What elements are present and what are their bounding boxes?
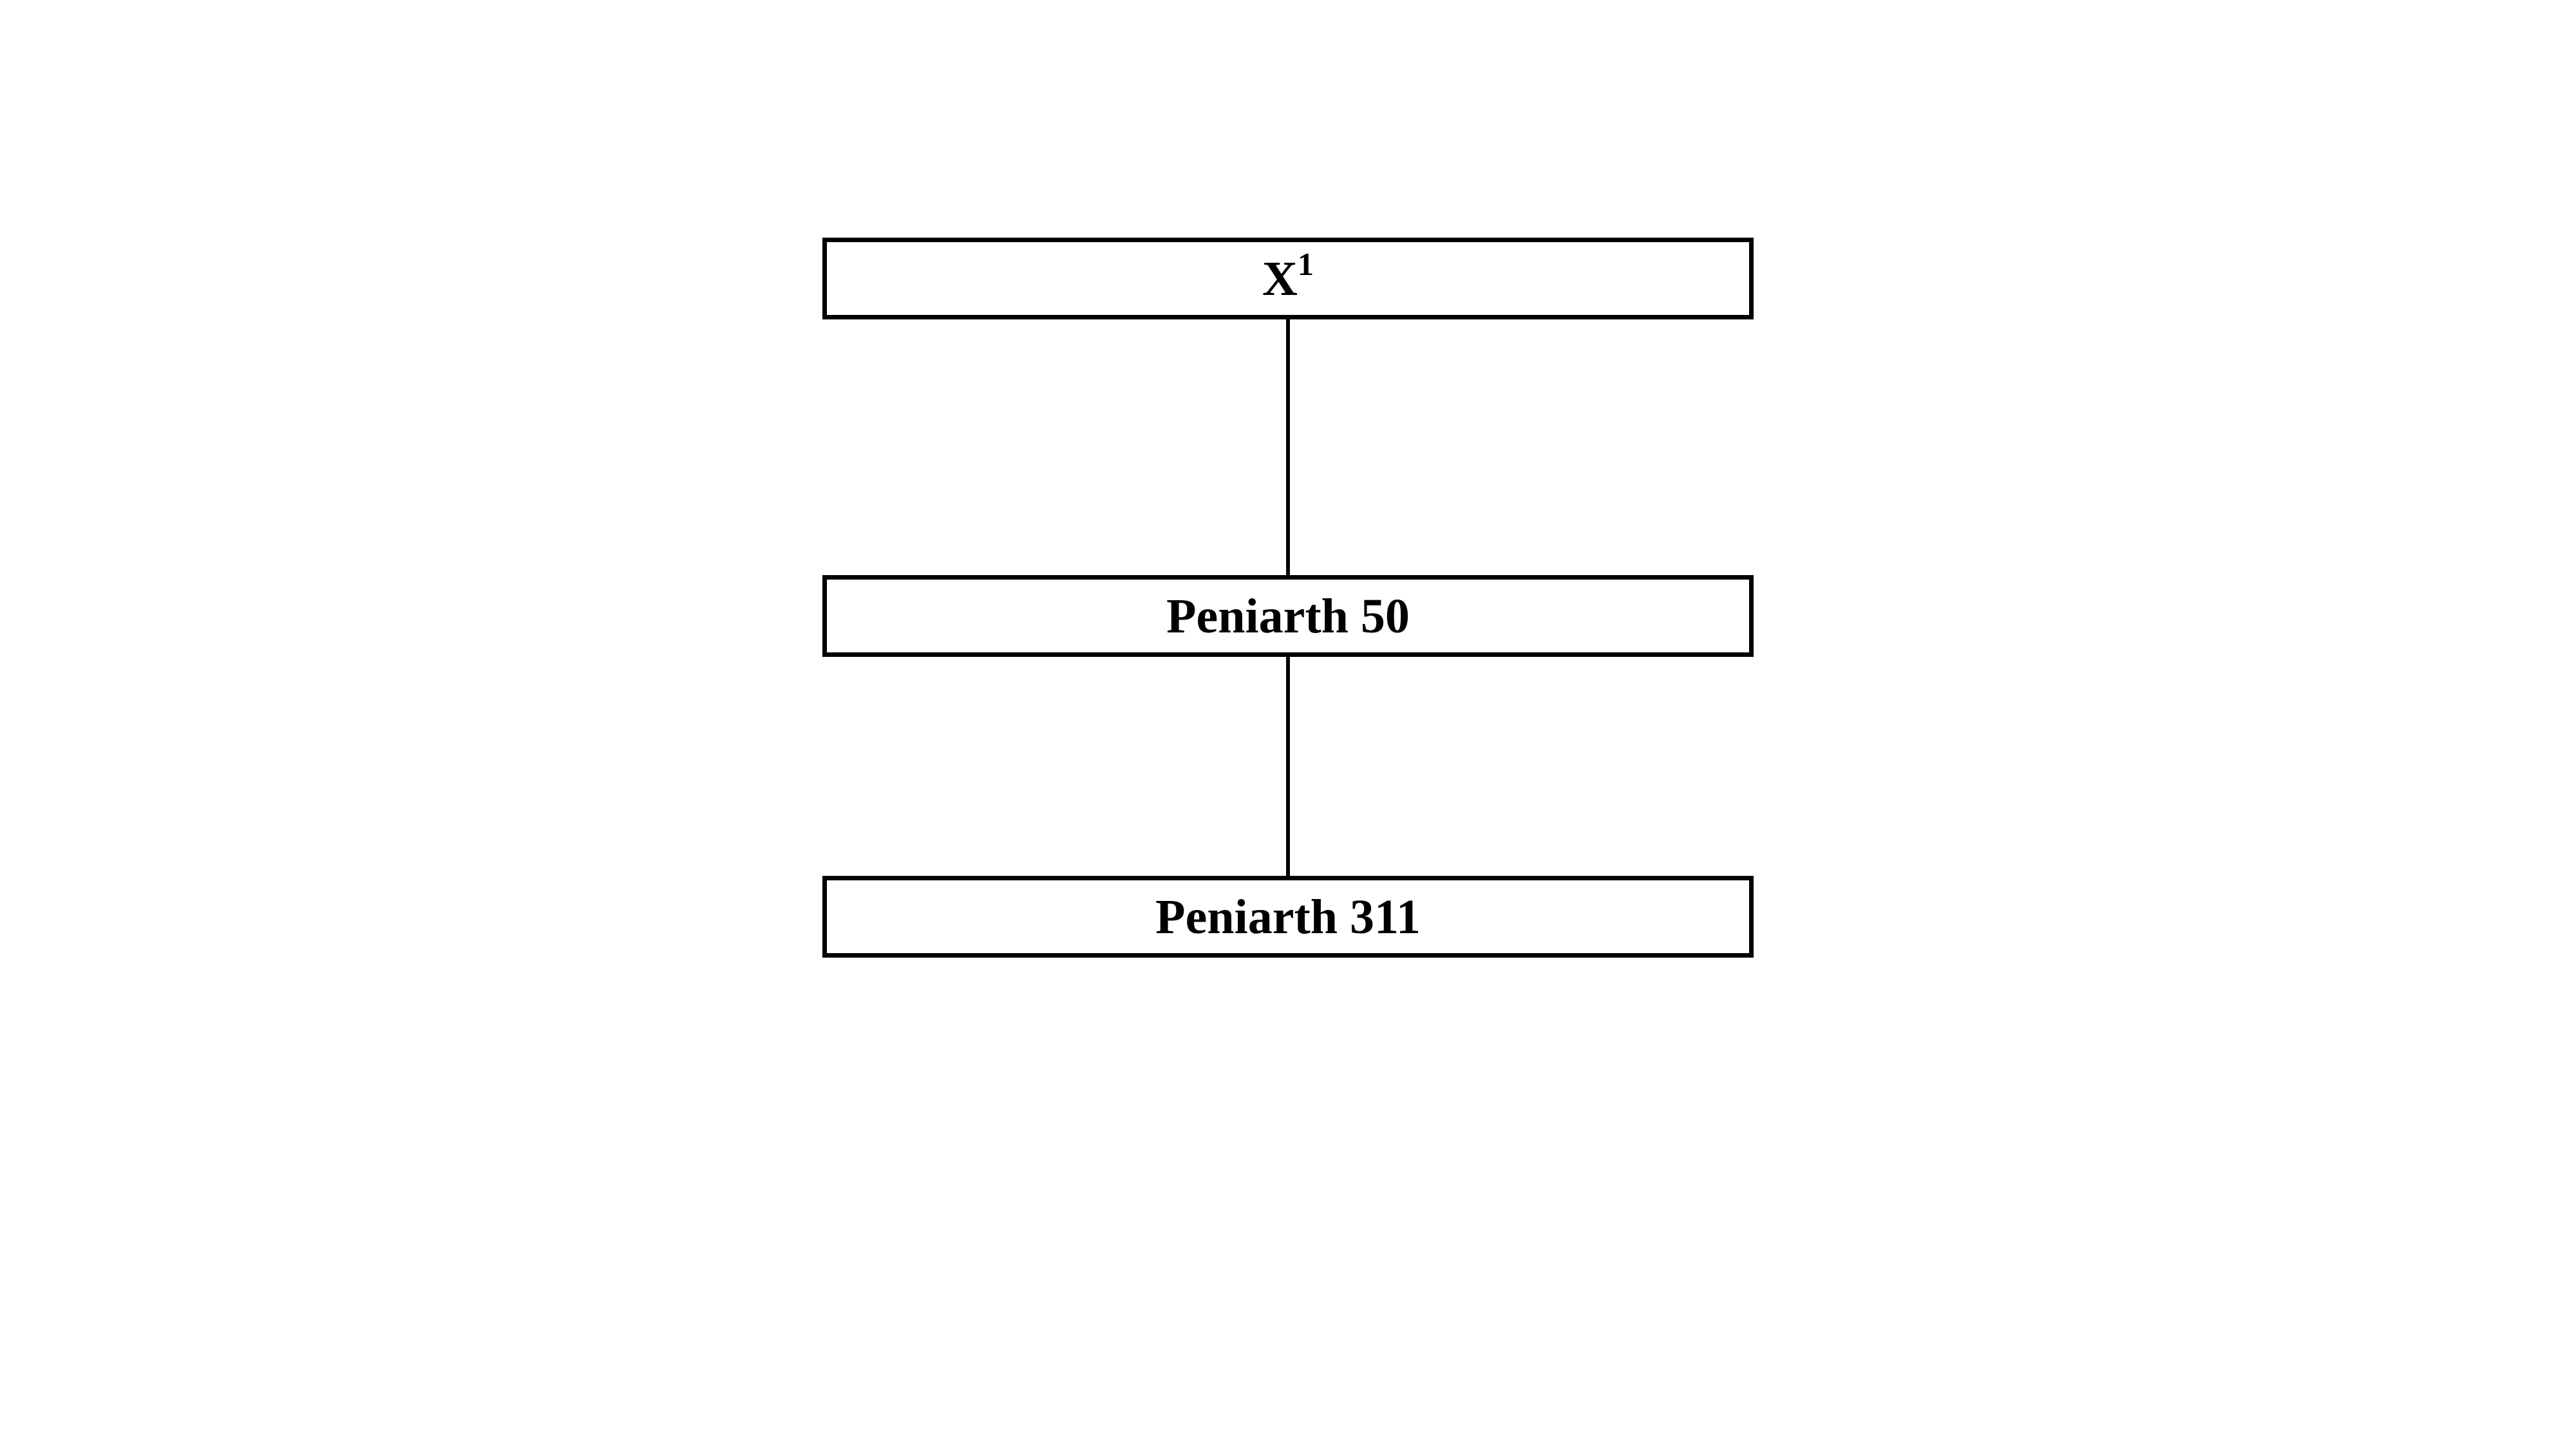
node-peniarth-50-label: Peniarth 50 [1166,589,1410,643]
edge-peniarth-50-to-peniarth-311 [1286,616,1290,916]
node-x1-label: X [1262,251,1298,306]
node-peniarth-311-label: Peniarth 311 [1155,889,1421,944]
node-peniarth-311: Peniarth 311 [822,876,1754,958]
edge-x1-to-peniarth-50 [1286,278,1290,616]
node-peniarth-50: Peniarth 50 [822,575,1754,657]
node-x1-superscript: 1 [1297,245,1314,282]
